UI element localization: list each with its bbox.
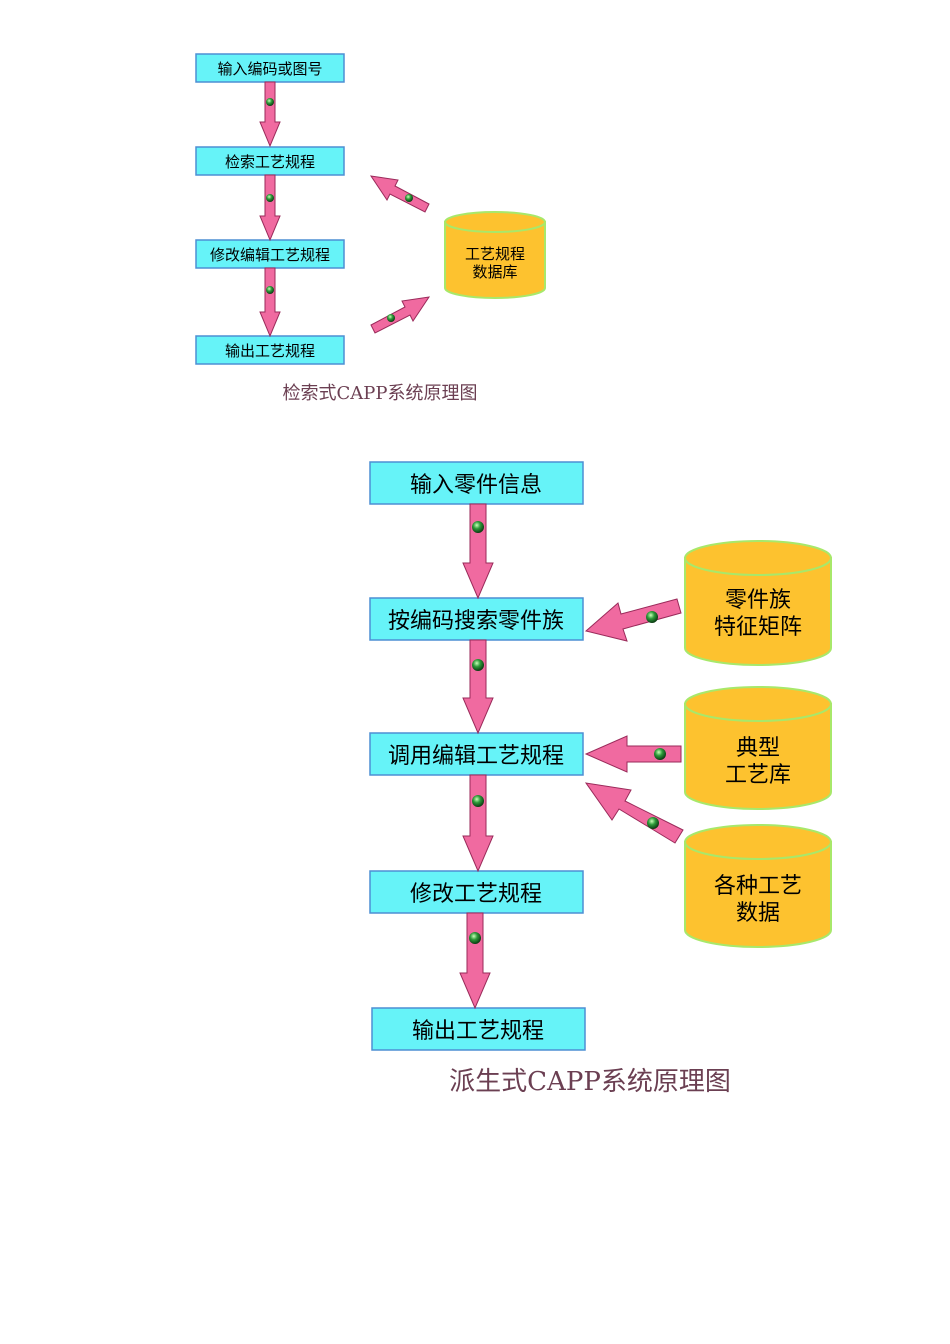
- generative-db-typical-cylinder: 典型 工艺库: [684, 686, 832, 810]
- retrieval-step-edit-label: 修改编辑工艺规程: [210, 246, 330, 264]
- generative-step-modify: 修改工艺规程: [369, 870, 584, 914]
- generative-step-modify-label: 修改工艺规程: [410, 882, 542, 907]
- retrieval-database-cylinder: 工艺规程 数据库: [444, 211, 546, 299]
- generative-step-search-family-label: 按编码搜索零件族: [388, 609, 564, 634]
- generative-arrow-2: [462, 639, 494, 735]
- generative-arrow-3: [462, 774, 494, 873]
- generative-step-search-family: 按编码搜索零件族: [369, 597, 584, 641]
- generative-arrow-typical-db: [584, 735, 682, 773]
- retrieval-database-label-line1: 工艺规程: [465, 245, 525, 263]
- generative-db-process-cylinder: 各种工艺 数据: [684, 824, 832, 948]
- generative-db-family-label-line2: 特征矩阵: [714, 615, 802, 640]
- generative-arrow-process-db: [584, 782, 684, 844]
- retrieval-step-output: 输出工艺规程: [195, 335, 345, 365]
- generative-arrow-1: [462, 503, 494, 600]
- generative-diagram: 输入零件信息 按编码搜索零件族 调用编辑工艺规程 修改工艺规程 输出工艺规程: [369, 461, 832, 1097]
- generative-step-call-edit: 调用编辑工艺规程: [369, 732, 584, 776]
- retrieval-arrow-output-to-db: [370, 296, 431, 334]
- retrieval-step-search-label: 检索工艺规程: [225, 153, 315, 171]
- retrieval-step-edit: 修改编辑工艺规程: [195, 239, 345, 269]
- retrieval-database-label-line2: 数据库: [472, 263, 517, 281]
- retrieval-arrow-db-to-search: [369, 175, 430, 213]
- retrieval-step-input: 输入编码或图号: [195, 53, 345, 83]
- retrieval-diagram: 输入编码或图号 检索工艺规程 修改编辑工艺规程 输出工艺规程: [195, 53, 546, 404]
- retrieval-step-search: 检索工艺规程: [195, 146, 345, 176]
- generative-step-call-edit-label: 调用编辑工艺规程: [388, 744, 564, 769]
- retrieval-step-input-label: 输入编码或图号: [217, 60, 322, 78]
- generative-step-output: 输出工艺规程: [371, 1007, 586, 1051]
- generative-arrow-4: [459, 912, 491, 1010]
- generative-db-family-cylinder: 零件族 特征矩阵: [684, 540, 832, 666]
- generative-db-family-label-line1: 零件族: [725, 588, 791, 613]
- generative-step-input-label: 输入零件信息: [410, 473, 542, 498]
- generative-db-process-label-line1: 各种工艺: [714, 874, 802, 899]
- generative-step-input: 输入零件信息: [369, 461, 584, 505]
- retrieval-step-output-label: 输出工艺规程: [225, 342, 315, 360]
- generative-arrow-family-db: [584, 598, 682, 642]
- retrieval-arrow-3: [259, 267, 281, 338]
- generative-db-process-label-line2: 数据: [736, 901, 780, 926]
- retrieval-arrow-1: [259, 81, 281, 148]
- retrieval-arrow-2: [259, 174, 281, 242]
- generative-step-output-label: 输出工艺规程: [412, 1019, 544, 1044]
- generative-db-typical-label-line1: 典型: [736, 736, 780, 761]
- retrieval-caption: 检索式CAPP系统原理图: [283, 383, 478, 404]
- generative-caption: 派生式CAPP系统原理图: [449, 1067, 731, 1097]
- generative-db-typical-label-line2: 工艺库: [725, 763, 791, 788]
